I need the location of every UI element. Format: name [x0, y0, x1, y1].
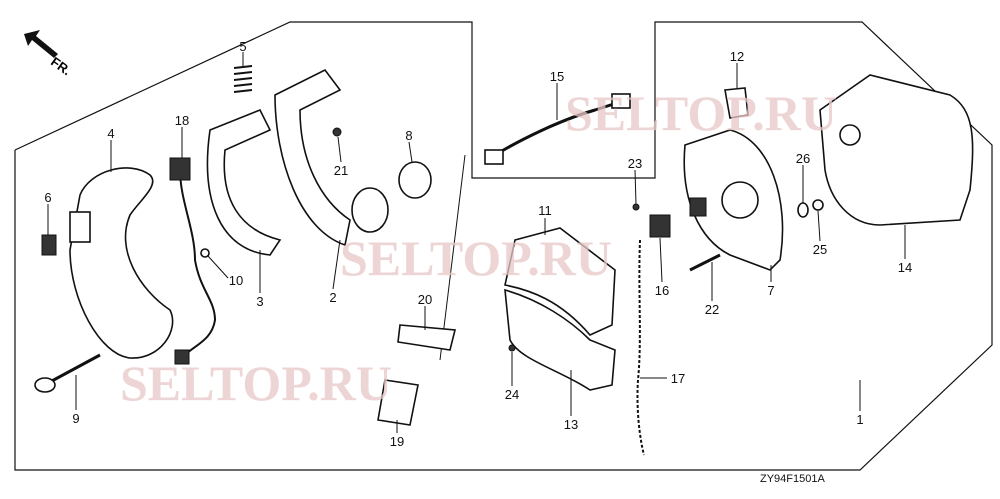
part-label-17: 17	[671, 371, 685, 386]
part-15-connector-b	[611, 93, 631, 109]
part-7-window	[689, 197, 707, 217]
part-17-cord	[636, 239, 645, 456]
part-label-13: 13	[564, 417, 578, 432]
direction-label: FR.	[48, 54, 74, 78]
part-23-screw	[632, 203, 640, 211]
part-10-clip	[200, 248, 210, 258]
subassembly-frame	[439, 154, 466, 361]
part-label-4: 4	[107, 126, 114, 141]
part-14-rear-cover	[819, 74, 974, 226]
assembly-frame	[14, 21, 993, 471]
part-label-11: 11	[538, 203, 552, 218]
part-label-16: 16	[655, 283, 669, 298]
part-label-18: 18	[175, 113, 189, 128]
part-label-15: 15	[550, 69, 564, 84]
part-19-label	[377, 379, 419, 426]
part-3-bracket	[206, 108, 282, 256]
part-label-25: 25	[813, 242, 827, 257]
part-label-20: 20	[418, 292, 432, 307]
part-15-connector-a	[484, 149, 504, 165]
part-22-screw	[689, 253, 721, 272]
part-label-3: 3	[256, 294, 263, 309]
part-label-26: 26	[796, 151, 810, 166]
part-label-19: 19	[390, 434, 404, 449]
watermark: SELTOP.RU	[120, 355, 392, 411]
part-label-8: 8	[405, 128, 412, 143]
part-label-5: 5	[239, 39, 246, 54]
part-label-12: 12	[730, 49, 744, 64]
part-8-collar	[398, 161, 432, 199]
part-label-10: 10	[229, 273, 243, 288]
part-26-washer	[797, 202, 809, 218]
part-14-hole	[839, 124, 861, 146]
part-label-2: 2	[329, 290, 336, 305]
part-4-handle-cover	[69, 167, 174, 359]
part-label-9: 9	[72, 411, 79, 426]
part-label-24: 24	[505, 387, 519, 402]
part-labels: 1 2 3 4 5 6 7 8 9 10 11 12 13 14 15 16 1…	[44, 39, 912, 449]
part-18-connector	[174, 349, 190, 365]
part-21-screw	[332, 127, 342, 137]
drawing-code: ZY94F1501A	[760, 473, 825, 485]
part-2-boss	[351, 187, 389, 233]
front-direction-arrow-icon: FR.	[24, 30, 74, 78]
part-20-tape	[397, 324, 457, 351]
part-label-1: 1	[856, 412, 863, 427]
part-25-nut	[812, 199, 824, 211]
part-13-cover	[504, 288, 616, 391]
part-label-7: 7	[767, 283, 774, 298]
leader-lines	[47, 52, 906, 433]
part-9-key	[34, 353, 101, 393]
part-11-cover	[504, 227, 616, 336]
watermark: SELTOP.RU	[565, 85, 837, 141]
part-5-spring	[233, 65, 253, 93]
part-7-dial	[721, 181, 759, 219]
watermark: SELTOP.RU	[340, 230, 612, 286]
part-4-switch-slot	[69, 211, 91, 243]
part-6-plate	[41, 234, 57, 256]
part-12-clip	[724, 87, 749, 119]
part-label-23: 23	[628, 156, 642, 171]
part-18-switch	[169, 157, 191, 181]
part-18-switch-wire	[179, 169, 217, 356]
part-24-screw	[508, 344, 516, 352]
part-2-handle-frame	[274, 68, 351, 247]
part-label-14: 14	[898, 260, 912, 275]
part-label-22: 22	[705, 302, 719, 317]
part-16-switch	[649, 214, 671, 238]
part-15-wire	[494, 100, 621, 157]
part-label-6: 6	[44, 190, 51, 205]
part-label-21: 21	[334, 163, 348, 178]
